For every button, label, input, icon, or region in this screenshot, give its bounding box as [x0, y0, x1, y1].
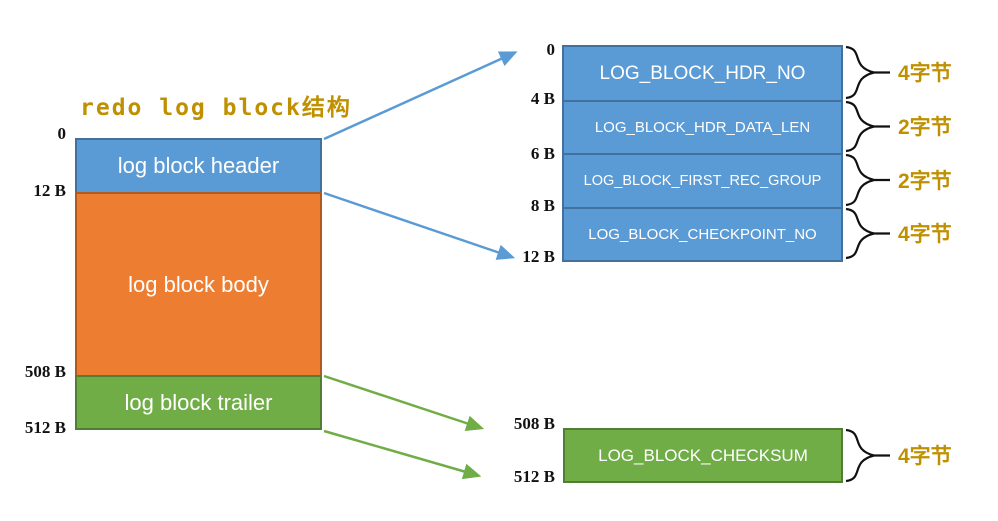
overview-body-label: log block body — [128, 271, 269, 297]
header-offset-8b: 8 B — [530, 196, 555, 215]
arrow-trailer-bottom — [323, 429, 482, 480]
header-detail-row-hdr-data-len: LOG_BLOCK_HDR_DATA_LEN — [562, 100, 843, 155]
overview-offset-508b: 508 B — [24, 362, 66, 381]
field-log-block-hdr-no: LOG_BLOCK_HDR_NO — [599, 62, 806, 84]
header-offset-0: 0 — [546, 40, 556, 59]
header-detail-row-checkpoint-no: LOG_BLOCK_CHECKPOINT_NO — [562, 207, 843, 262]
header-detail-row-first-rec-group: LOG_BLOCK_FIRST_REC_GROUP — [562, 153, 843, 209]
trailer-offset-512b: 512 B — [513, 467, 555, 486]
diagram-title: redo log block结构 — [80, 95, 352, 121]
overview-offset-12b: 12 B — [33, 181, 66, 200]
overview-log-block-trailer: log block trailer — [75, 375, 322, 430]
brace-row-2 — [845, 153, 890, 207]
brace-row-0 — [845, 45, 890, 100]
trailer-offset-508b: 508 B — [513, 414, 555, 433]
overview-header-label: log block header — [117, 153, 280, 178]
field-log-block-checkpoint-no: LOG_BLOCK_CHECKPOINT_NO — [588, 226, 817, 243]
field-log-block-first-rec-group: LOG_BLOCK_FIRST_REC_GROUP — [583, 173, 822, 189]
overview-log-block-body: log block body — [75, 192, 322, 377]
header-detail-row-hdr-no: LOG_BLOCK_HDR_NO — [562, 45, 843, 102]
arrow-header-bottom — [323, 191, 516, 260]
brace-checksum — [845, 428, 890, 483]
arrow-header-top — [323, 51, 518, 141]
size-label-checksum: 4字节 — [898, 445, 952, 468]
brace-row-3 — [845, 207, 890, 260]
arrow-trailer-top — [323, 374, 485, 431]
header-offset-12b: 12 B — [522, 247, 555, 266]
field-log-block-hdr-data-len: LOG_BLOCK_HDR_DATA_LEN — [594, 119, 811, 136]
header-offset-6b: 6 B — [530, 144, 555, 163]
overview-log-block-header: log block header — [75, 138, 322, 194]
trailer-detail-checksum-box: LOG_BLOCK_CHECKSUM — [563, 428, 843, 483]
header-offset-4b: 4 B — [530, 89, 555, 108]
brace-row-1 — [845, 100, 890, 153]
overview-trailer-label: log block trailer — [124, 389, 273, 415]
size-label-hdr-data-len: 2字节 — [898, 116, 952, 139]
overview-offset-512b: 512 B — [24, 418, 66, 437]
size-label-hdr-no: 4字节 — [898, 62, 952, 85]
overview-offset-0: 0 — [57, 124, 67, 143]
field-log-block-checksum: LOG_BLOCK_CHECKSUM — [598, 445, 808, 465]
size-label-first-rec-group: 2字节 — [898, 170, 952, 193]
size-label-checkpoint-no: 4字节 — [898, 223, 952, 246]
